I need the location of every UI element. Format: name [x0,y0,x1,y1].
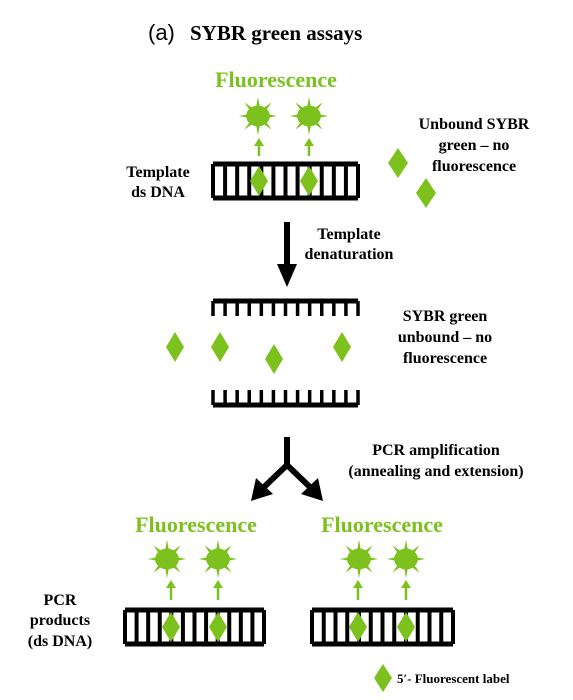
bound-dye-diamond-icon [162,612,180,642]
pcr-label-line-2: (annealing and extension) [348,463,523,480]
pcr-products-line-2: products [30,612,90,629]
emission-arrow-icon [304,138,314,156]
ssdna-strand-bottom [211,390,360,408]
emission-arrow-icon [213,580,223,600]
denaturation-arrow-icon [277,222,297,287]
unbound-dye-diamond-icon [416,178,436,208]
drawn-elements [123,96,455,692]
emission-arrow-icon [401,580,411,600]
pcr-products-line-1: PCR [44,592,77,609]
unbound-note-line-3: fluorescence [432,158,516,175]
bound-dye-diamond-icon [250,166,268,196]
bound-dye-diamond-icon [397,612,415,642]
fluorescence-label-top: Fluorescence [215,67,337,92]
emission-arrow-icon [353,580,363,600]
free-dye-diamond-icon [166,332,184,362]
fluorescence-label-left: Fluorescence [135,512,257,537]
template-label-line-1: Template [126,164,189,181]
ssdna-strand-top [211,298,360,316]
fluorescence-sun-icon [289,96,329,136]
pcr-products-label: PCR products (ds DNA) [28,592,92,650]
pcr-product-ladder-right [310,607,455,647]
sybr-unbound-line-2: unbound – no [398,329,492,346]
bound-dye-diamond-icon [209,612,227,642]
pcr-label-line-1: PCR amplification [372,442,500,459]
sybr-unbound-line-3: fluorescence [403,350,487,367]
emission-arrow-icon [254,138,264,156]
free-dye-diamond-icon [265,344,283,374]
fluorescence-sun-icon [238,96,278,136]
pcr-products-line-3: (ds DNA) [28,633,92,650]
sybr-unbound-line-1: SYBR green [403,308,488,325]
denaturation-label: Template denaturation [305,226,394,263]
legend-label: 5′- Fluorescent label [397,671,510,686]
diagram-title: SYBR green assays [190,21,362,45]
template-dsdna-ladder [211,161,360,201]
pcr-amplification-label: PCR amplification (annealing and extensi… [348,442,523,480]
fluorescence-sun-icon [386,539,426,579]
unbound-sybr-note: Unbound SYBR green – no fluorescence [419,116,530,175]
denaturation-line-2: denaturation [305,246,394,263]
unbound-note-line-1: Unbound SYBR [419,116,530,133]
fluorescence-label-right: Fluorescence [321,512,443,537]
free-dye-diamond-icon [333,332,351,362]
unbound-note-line-2: green – no [439,137,510,154]
pcr-split-arrow-icon [251,437,323,501]
bound-dye-diamond-icon [300,166,318,196]
template-label-line-2: ds DNA [131,184,185,201]
emission-arrow-icon [166,580,176,600]
fluorescence-sun-icon [147,539,187,579]
fluorescence-sun-icon [339,539,379,579]
fluorescence-sun-icon [198,539,238,579]
denaturation-line-1: Template [317,226,380,243]
legend-diamond-icon [374,664,392,692]
template-dsdna-label: Template ds DNA [126,164,189,201]
sybr-unbound-label: SYBR green unbound – no fluorescence [398,308,492,367]
pcr-product-ladder-left [123,607,266,647]
panel-letter: (a) [148,20,175,45]
free-dye-diamond-icon [211,332,229,362]
unbound-dye-diamond-icon [388,148,408,178]
bound-dye-diamond-icon [349,612,367,642]
